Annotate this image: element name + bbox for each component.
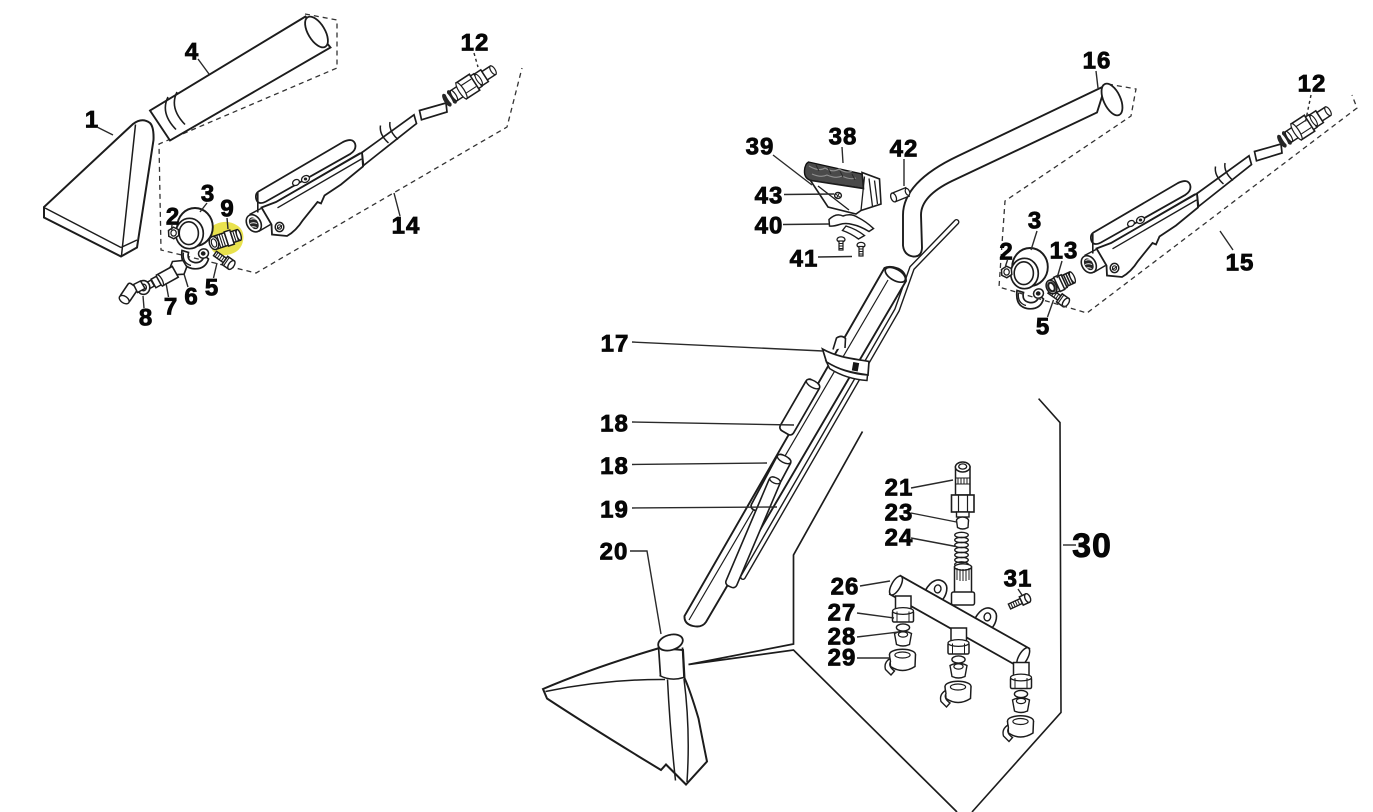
- svg-text:23: 23: [885, 500, 914, 527]
- svg-text:24: 24: [885, 525, 914, 552]
- svg-text:15: 15: [1226, 250, 1255, 277]
- svg-text:2: 2: [999, 239, 1013, 266]
- svg-text:4: 4: [185, 39, 199, 66]
- svg-text:41: 41: [790, 246, 819, 273]
- svg-text:7: 7: [164, 294, 178, 321]
- svg-text:8: 8: [139, 305, 153, 332]
- svg-text:5: 5: [205, 275, 219, 302]
- svg-text:39: 39: [746, 134, 775, 161]
- svg-text:30: 30: [1072, 527, 1112, 565]
- svg-text:12: 12: [1298, 71, 1327, 98]
- svg-text:21: 21: [885, 475, 914, 502]
- svg-text:42: 42: [890, 136, 919, 163]
- svg-text:17: 17: [601, 331, 630, 358]
- svg-text:3: 3: [1028, 208, 1042, 235]
- svg-text:20: 20: [600, 539, 629, 566]
- svg-text:14: 14: [392, 213, 421, 240]
- svg-text:18: 18: [600, 411, 629, 438]
- svg-text:3: 3: [201, 181, 215, 208]
- svg-text:28: 28: [828, 624, 857, 651]
- svg-text:19: 19: [600, 497, 629, 524]
- svg-text:40: 40: [755, 213, 784, 240]
- svg-text:38: 38: [829, 124, 858, 151]
- svg-text:29: 29: [828, 645, 857, 672]
- svg-text:5: 5: [1036, 314, 1050, 341]
- svg-text:26: 26: [831, 574, 860, 601]
- svg-text:12: 12: [461, 30, 490, 57]
- svg-text:13: 13: [1050, 238, 1079, 265]
- svg-text:27: 27: [828, 600, 857, 627]
- svg-text:1: 1: [85, 107, 99, 134]
- svg-text:43: 43: [755, 183, 784, 210]
- svg-text:16: 16: [1083, 48, 1112, 75]
- svg-text:6: 6: [184, 284, 198, 311]
- svg-text:9: 9: [220, 196, 234, 223]
- svg-text:31: 31: [1004, 566, 1033, 593]
- svg-text:18: 18: [600, 453, 629, 480]
- svg-text:2: 2: [166, 204, 180, 231]
